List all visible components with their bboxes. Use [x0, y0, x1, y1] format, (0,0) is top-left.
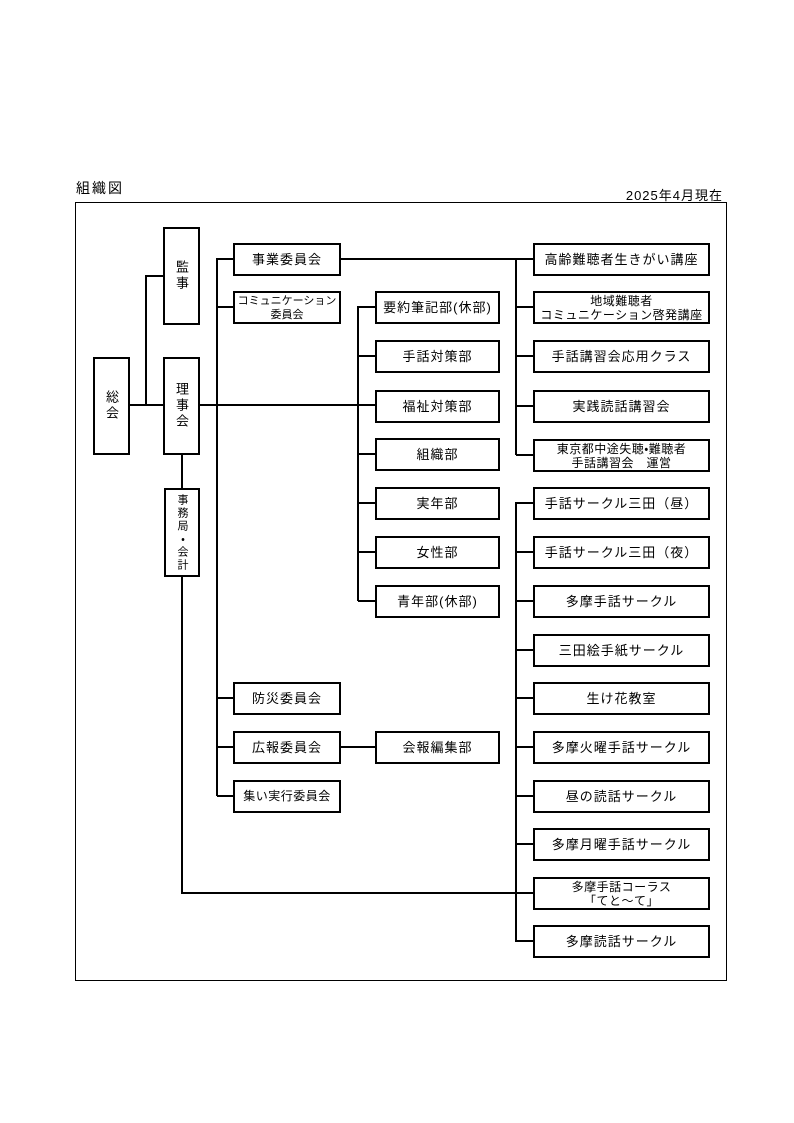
node-mita-sign-circle-night: 手話サークル三田（夜）	[533, 536, 710, 569]
connector-line	[516, 405, 533, 407]
node-tama-tuesday-sign-circle: 多摩火曜手話サークル	[533, 731, 710, 764]
node-newsletter-editing-dept: 会報編集部	[375, 731, 500, 764]
connector-line	[516, 697, 533, 699]
connector-line	[217, 697, 233, 699]
node-mita-etegami-circle: 三田絵手紙サークル	[533, 634, 710, 667]
node-gathering-committee: 集い実行委員会	[233, 780, 341, 813]
node-practical-lipreading-course: 実践読話講習会	[533, 390, 710, 423]
node-tokyo-sign-language-course-operation: 東京都中途失聴・難聴者 手話講習会 運営	[533, 439, 710, 472]
node-summary-writing-dept: 要約筆記部(休部)	[375, 291, 500, 324]
connector-line	[181, 577, 183, 894]
connector-line	[358, 453, 375, 455]
node-community-awareness-course: 地域難聴者 コミュニケーション啓発講座	[533, 291, 710, 324]
page-title: 組織図	[76, 180, 124, 196]
connector-line	[341, 258, 533, 260]
connector-line	[358, 551, 375, 553]
node-communication-committee: コミュニケーション 委員会	[233, 291, 341, 324]
connector-line	[515, 502, 517, 942]
connector-line	[216, 258, 218, 796]
connector-line	[217, 306, 233, 308]
connector-line	[341, 746, 375, 748]
node-welfare-measures-dept: 福祉対策部	[375, 390, 500, 423]
chart-frame	[75, 202, 727, 981]
node-general-assembly: 総会	[93, 357, 130, 455]
node-tama-sign-circle: 多摩手話サークル	[533, 585, 710, 618]
connector-line	[200, 404, 375, 406]
node-disaster-prevention-committee: 防災委員会	[233, 682, 341, 715]
connector-line	[145, 275, 147, 405]
connector-line	[516, 502, 533, 504]
connector-line	[358, 306, 375, 308]
node-youth-dept: 青年部(休部)	[375, 585, 500, 618]
connector-line	[182, 892, 533, 894]
connector-line	[181, 455, 183, 488]
connector-line	[146, 275, 163, 277]
connector-line	[358, 355, 375, 357]
node-mature-age-dept: 実年部	[375, 487, 500, 520]
node-secretariat-accounting: 事務局・会計	[164, 488, 200, 577]
connector-line	[217, 258, 233, 260]
node-tama-lipreading-circle: 多摩読話サークル	[533, 925, 710, 958]
connector-line	[130, 404, 163, 406]
connector-line	[217, 795, 233, 797]
node-tama-sign-chorus: 多摩手話コーラス 「てと～て」	[533, 877, 710, 910]
node-sign-language-advanced-class: 手話講習会応用クラス	[533, 340, 710, 373]
node-business-committee: 事業委員会	[233, 243, 341, 276]
connector-line	[516, 600, 533, 602]
connector-line	[217, 746, 233, 748]
connector-line	[516, 746, 533, 748]
node-pr-committee: 広報委員会	[233, 731, 341, 764]
connector-line	[516, 649, 533, 651]
as-of-date: 2025年4月現在	[625, 188, 723, 203]
node-ikebana-class: 生け花教室	[533, 682, 710, 715]
node-organization-dept: 組織部	[375, 438, 500, 471]
node-womens-dept: 女性部	[375, 536, 500, 569]
connector-line	[516, 355, 533, 357]
node-sign-language-measures-dept: 手話対策部	[375, 340, 500, 373]
connector-line	[357, 306, 359, 601]
connector-line	[515, 258, 517, 455]
node-elderly-ikigai-course: 高齢難聴者生きがい講座	[533, 243, 710, 276]
node-board-of-directors: 理事会	[163, 357, 200, 455]
connector-line	[516, 795, 533, 797]
connector-line	[358, 600, 375, 602]
connector-line	[516, 843, 533, 845]
connector-line	[516, 306, 533, 308]
connector-line	[516, 940, 533, 942]
connector-line	[516, 551, 533, 553]
node-daytime-lipreading-circle: 昼の読話サークル	[533, 780, 710, 813]
node-mita-sign-circle-day: 手話サークル三田（昼）	[533, 487, 710, 520]
connector-line	[516, 454, 533, 456]
node-auditor: 監事	[163, 227, 200, 325]
node-tama-monday-sign-circle: 多摩月曜手話サークル	[533, 828, 710, 861]
connector-line	[358, 502, 375, 504]
